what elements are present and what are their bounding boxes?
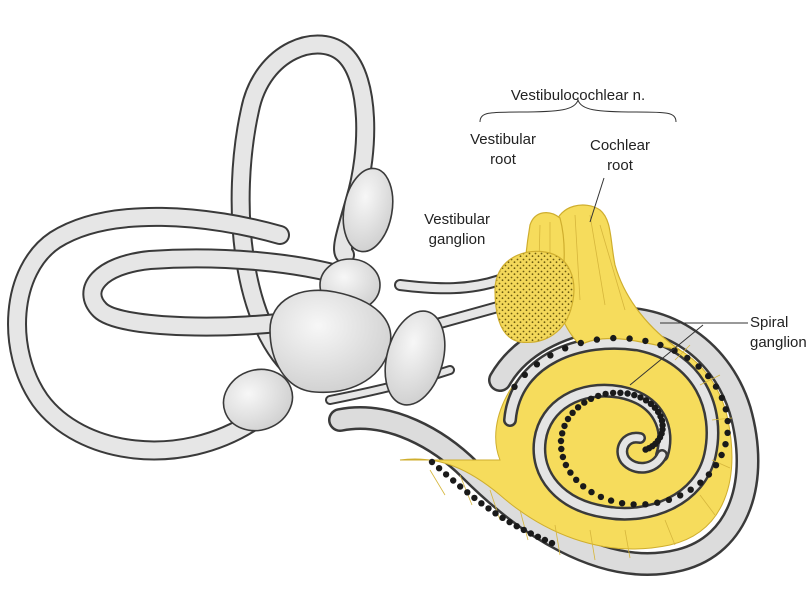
spiral-ganglion-dot — [565, 416, 571, 422]
spiral-ganglion-label: Spiral ganglion — [750, 313, 808, 353]
spiral-ganglion-dot — [506, 519, 512, 525]
vestibular-root-line-1: Vestibular — [458, 130, 548, 150]
spiral-ganglion-dot — [563, 462, 569, 468]
spiral-ganglion-dot — [561, 423, 567, 429]
spiral-ganglion-dot — [450, 477, 456, 483]
spiral-ganglion-dot — [666, 497, 672, 503]
spiral-ganglion-dot — [637, 394, 643, 400]
spiral-ganglion-dot — [521, 527, 527, 533]
spiral-ganglion-dot — [725, 418, 731, 424]
vestibular-root-label: Vestibular root — [458, 130, 548, 170]
spiral-ganglion-dot — [706, 471, 712, 477]
vestibulocochlear-nerve-label: Vestibulocochlear n. — [480, 86, 676, 106]
spiral-ganglion-dot — [511, 384, 517, 390]
spiral-ganglion-dot — [642, 338, 648, 344]
spiral-ganglion-dot — [654, 500, 660, 506]
spiral-ganglion-dot — [547, 352, 553, 358]
spiral-ganglion-line-2: ganglion — [750, 333, 808, 353]
spiral-ganglion-dot — [713, 383, 719, 389]
cochlear-root-label: Cochlear root — [580, 136, 660, 176]
spiral-ganglion-dot — [642, 446, 648, 452]
spiral-ganglion-dot — [429, 459, 435, 465]
spiral-ganglion-dot — [724, 430, 730, 436]
spiral-ganglion-dot — [657, 342, 663, 348]
spiral-ganglion-dot — [492, 510, 498, 516]
spiral-ganglion-dot — [457, 483, 463, 489]
spiral-ganglion-dot — [642, 501, 648, 507]
spiral-ganglion-dot — [542, 537, 548, 543]
spiral-ganglion-dot — [588, 396, 594, 402]
spiral-ganglion-dot — [626, 335, 632, 341]
spiral-ganglion-dot — [684, 355, 690, 361]
nerve-roots — [495, 205, 680, 350]
spiral-ganglion-dot — [464, 489, 470, 495]
spiral-ganglion-dot — [619, 500, 625, 506]
spiral-ganglion-dot — [705, 373, 711, 379]
spiral-ganglion-dot — [436, 465, 442, 471]
spiral-ganglion-dot — [718, 452, 724, 458]
spiral-ganglion-dot — [630, 501, 636, 507]
spiral-ganglion-dot — [588, 489, 594, 495]
spiral-ganglion-dot — [581, 399, 587, 405]
spiral-ganglion-dot — [713, 462, 719, 468]
spiral-ganglion-dot — [499, 515, 505, 521]
spiral-ganglion-dot — [559, 430, 565, 436]
spiral-ganglion-dot — [514, 523, 520, 529]
spiral-ganglion-dot — [471, 495, 477, 501]
spiral-ganglion-dot — [595, 393, 601, 399]
utricle — [270, 290, 391, 392]
spiral-ganglion-dot — [535, 534, 541, 540]
vestibular-root-line-2: root — [458, 150, 548, 170]
spiral-ganglion-dot — [617, 390, 623, 396]
spiral-ganglion-dot — [569, 410, 575, 416]
spiral-ganglion-dot — [485, 505, 491, 511]
spiral-ganglion-line-1: Spiral — [750, 313, 808, 333]
spiral-ganglion-dot — [602, 391, 608, 397]
vestibular-ganglion-label: Vestibular ganglion — [412, 210, 502, 250]
spiral-ganglion-dot — [610, 390, 616, 396]
spiral-ganglion-dot — [573, 477, 579, 483]
spiral-ganglion-dot — [608, 497, 614, 503]
spiral-ganglion-dot — [722, 441, 728, 447]
spiral-ganglion-dot — [549, 540, 555, 546]
spiral-ganglion-dot — [723, 406, 729, 412]
spiral-ganglion-dot — [697, 480, 703, 486]
spiral-ganglion-dot — [610, 335, 616, 341]
spiral-ganglion-dot — [558, 438, 564, 444]
spiral-ganglion-dot — [534, 361, 540, 367]
spiral-ganglion-dot — [575, 404, 581, 410]
spiral-ganglion-dot — [558, 446, 564, 452]
vestibular-ganglion-line-2: ganglion — [412, 230, 502, 250]
spiral-ganglion-dot — [688, 487, 694, 493]
spiral-ganglion-dot — [478, 500, 484, 506]
cochlear-root-line-1: Cochlear — [580, 136, 660, 156]
spiral-ganglion-dot — [624, 390, 630, 396]
spiral-ganglion-dot — [560, 454, 566, 460]
spiral-ganglion-dot — [578, 340, 584, 346]
spiral-ganglion-dot — [567, 469, 573, 475]
spiral-ganglion-dot — [580, 483, 586, 489]
vestibular-ganglion-line-1: Vestibular — [412, 210, 502, 230]
cochlear-root-line-2: root — [580, 156, 660, 176]
spiral-ganglion-dot — [631, 392, 637, 398]
spiral-ganglion-dot — [562, 345, 568, 351]
spiral-ganglion-dot — [719, 395, 725, 401]
spiral-ganglion-dot — [695, 363, 701, 369]
spiral-ganglion-dot — [677, 492, 683, 498]
spiral-ganglion-dot — [522, 372, 528, 378]
spiral-ganglion-dot — [598, 494, 604, 500]
spiral-ganglion-dot — [594, 336, 600, 342]
spiral-ganglion-dot — [528, 530, 534, 536]
spiral-ganglion-dot — [443, 471, 449, 477]
